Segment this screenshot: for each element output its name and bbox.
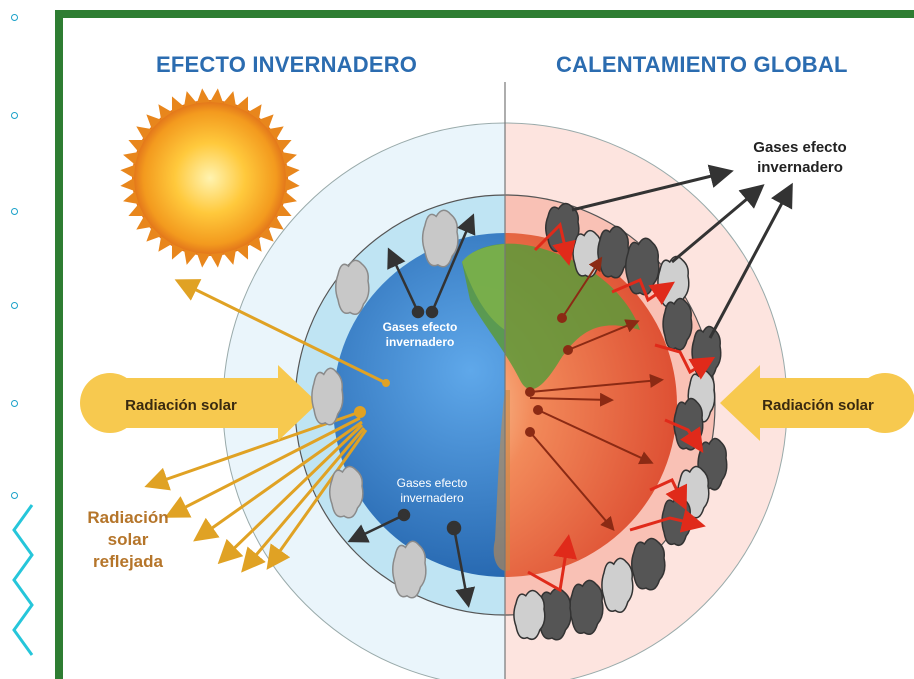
gases-lower-label-2: invernadero (400, 491, 464, 505)
solar-arrow-left: Radiación solar (80, 365, 318, 441)
sun-icon (120, 88, 300, 268)
zigzag-decoration (12, 504, 34, 656)
cloud-icon (569, 579, 604, 635)
cloud-icon (335, 259, 370, 315)
solar-left-label: Radiación solar (125, 397, 237, 414)
cloud-icon (329, 465, 364, 519)
margin-bullet-6 (11, 492, 18, 499)
continent-lower (493, 390, 510, 571)
cloud-icon (421, 209, 459, 268)
margin-bullet-3 (11, 208, 18, 215)
title-left: EFECTO INVERNADERO (156, 52, 418, 77)
cloud-icon (513, 589, 546, 641)
gases-lower-label-1: Gases efecto (397, 476, 468, 490)
gas-arrows-right (571, 164, 793, 339)
solar-arrow-right: Radiación solar (720, 365, 914, 441)
margin-bullet-4 (11, 302, 18, 309)
cloud-icons-left (311, 209, 459, 599)
gases-upper-label-1: Gases efecto (383, 320, 458, 334)
cloud-icon (631, 537, 666, 591)
reflected-label-1: Radiación (87, 508, 168, 527)
reflected-rays (144, 279, 390, 573)
continent-green (462, 243, 640, 390)
reflected-label-3: reflejada (93, 552, 163, 571)
cloud-icon (392, 540, 427, 599)
cloud-icon (311, 367, 344, 426)
red-bounce-arrows (527, 222, 716, 593)
continent-left-slice (462, 244, 505, 330)
heat-arrows-right (525, 256, 664, 532)
cloud-icon (662, 297, 693, 351)
gases-upper-label-2: invernadero (386, 335, 455, 349)
title-right: CALENTAMIENTO GLOBAL (556, 52, 848, 77)
gases-right-label-2: invernadero (757, 159, 843, 176)
margin-bullet-5 (11, 400, 18, 407)
margin-bullet-1 (11, 14, 18, 21)
gases-right-label-1: Gases efecto (753, 139, 846, 156)
cloud-icon (601, 557, 634, 613)
margin-bullet-2 (11, 112, 18, 119)
reflected-label-2: solar (108, 530, 149, 549)
gas-arrows-left (347, 213, 476, 608)
green-frame (55, 10, 914, 679)
solar-right-label: Radiación solar (762, 397, 874, 414)
